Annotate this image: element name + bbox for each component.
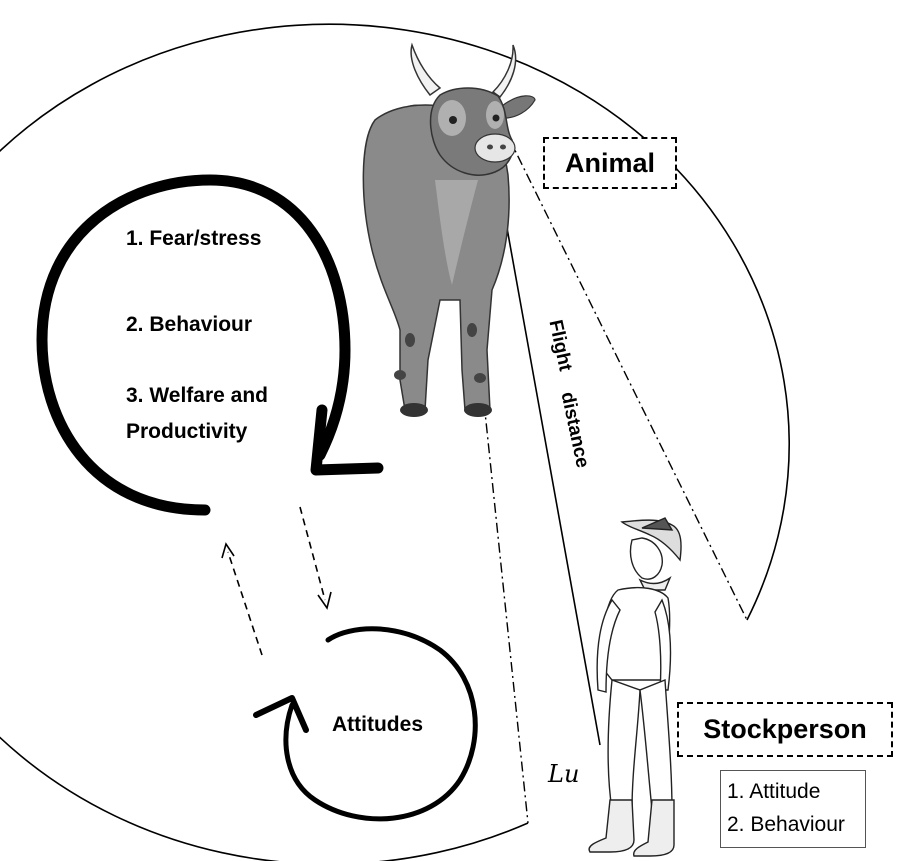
cow-illustration (363, 45, 535, 417)
animal-label: Animal (565, 148, 655, 179)
flight-distance-line (507, 228, 600, 745)
animal-label-box: Animal (543, 137, 677, 189)
attitudes-label: Attitudes (332, 713, 423, 737)
stockperson-list-box: 1. Attitude 2. Behaviour (720, 770, 866, 848)
cycle-item-productivity: Productivity (126, 419, 247, 445)
artist-signature: Lu (548, 760, 579, 788)
cycle-item-welfare: 3. Welfare and (126, 383, 268, 409)
cycle-item-behaviour: 2. Behaviour (126, 312, 252, 338)
cycle-item-fear-stress: 1. Fear/stress (126, 226, 261, 252)
dashed-arrow-down (300, 507, 325, 600)
stockperson-label: Stockperson (703, 714, 867, 745)
sight-line-right (500, 120, 747, 620)
dashed-arrow-up-head (222, 544, 234, 558)
attitudes-arrow-head (256, 698, 306, 730)
stockperson-illustration (589, 518, 681, 856)
dashed-arrow-up (228, 552, 262, 655)
stockperson-item-attitude: 1. Attitude (727, 775, 859, 808)
stockperson-label-box: Stockperson (677, 702, 893, 757)
stockperson-item-behaviour: 2. Behaviour (727, 808, 859, 841)
